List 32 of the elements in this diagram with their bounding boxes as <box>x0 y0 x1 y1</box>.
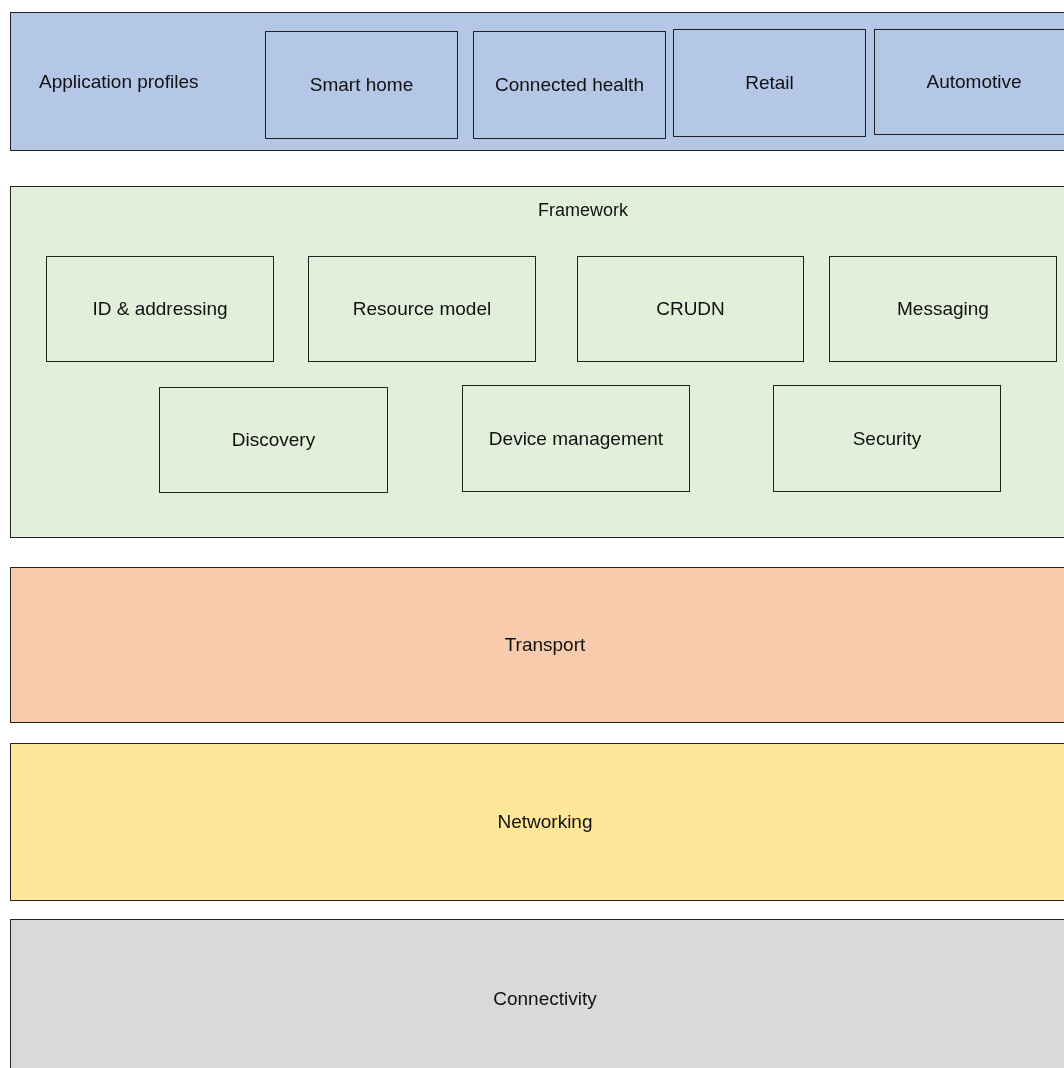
component-box <box>462 385 690 492</box>
component-label: Discovery <box>230 428 317 452</box>
component-box <box>773 385 1001 492</box>
component-box <box>473 31 666 139</box>
layer-label: Networking <box>496 810 594 834</box>
component-label: Messaging <box>896 297 990 321</box>
component-label: Retail <box>744 71 795 95</box>
component-box <box>159 387 388 493</box>
component-box <box>673 29 866 137</box>
component-label: Resource model <box>351 297 493 321</box>
layer-label: Connectivity <box>492 987 598 1011</box>
layer-label: Application profiles <box>39 69 199 94</box>
component-label: ID & addressing <box>91 297 229 321</box>
component-box <box>46 256 274 362</box>
layer-band <box>10 186 1064 538</box>
component-box <box>874 29 1064 135</box>
component-box <box>829 256 1057 362</box>
component-label: Automotive <box>925 70 1023 94</box>
component-label: Device management <box>487 426 665 451</box>
component-box <box>308 256 536 362</box>
layer-label: Framework <box>537 199 629 222</box>
component-label: CRUDN <box>655 297 726 321</box>
component-box <box>577 256 804 362</box>
layer-band <box>10 567 1064 723</box>
layer-band <box>10 919 1064 1068</box>
layer-band <box>10 743 1064 901</box>
layer-band <box>10 12 1064 151</box>
component-label: Security <box>851 426 923 451</box>
component-label: Smart home <box>308 73 415 97</box>
component-label: Connected health <box>494 73 645 97</box>
component-box <box>265 31 458 139</box>
layer-label: Transport <box>503 633 587 657</box>
